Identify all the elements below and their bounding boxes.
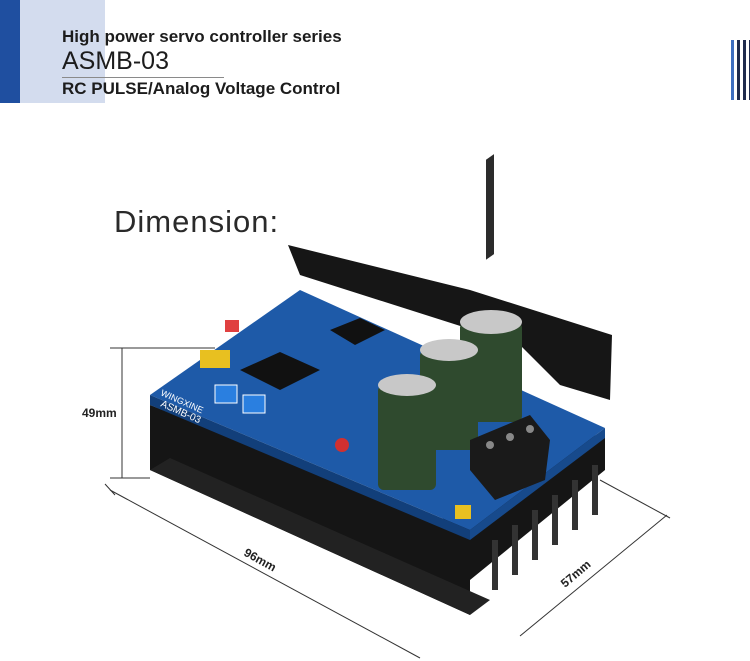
heatsink-body: [150, 405, 605, 615]
length-dimension-label: 96mm: [242, 545, 279, 574]
model-name: ASMB-03: [62, 47, 169, 75]
width-dimension-label: 57mm: [558, 557, 594, 590]
accent-bar: [0, 0, 20, 103]
divider: [62, 77, 224, 78]
dimension-lines: [104, 347, 671, 659]
header-pins: [200, 350, 230, 368]
ic-chip: [240, 352, 320, 390]
accent-bar-light: [20, 0, 105, 103]
series-title: High power servo controller series: [62, 27, 342, 46]
section-title: Dimension:: [114, 204, 280, 239]
heatsink-back-plate: [288, 245, 612, 400]
capacitors: [378, 310, 522, 490]
control-subtitle: RC PULSE/Analog Voltage Control: [62, 79, 341, 98]
terminal-block: [470, 415, 550, 500]
height-dimension-label: 49mm: [82, 406, 117, 420]
